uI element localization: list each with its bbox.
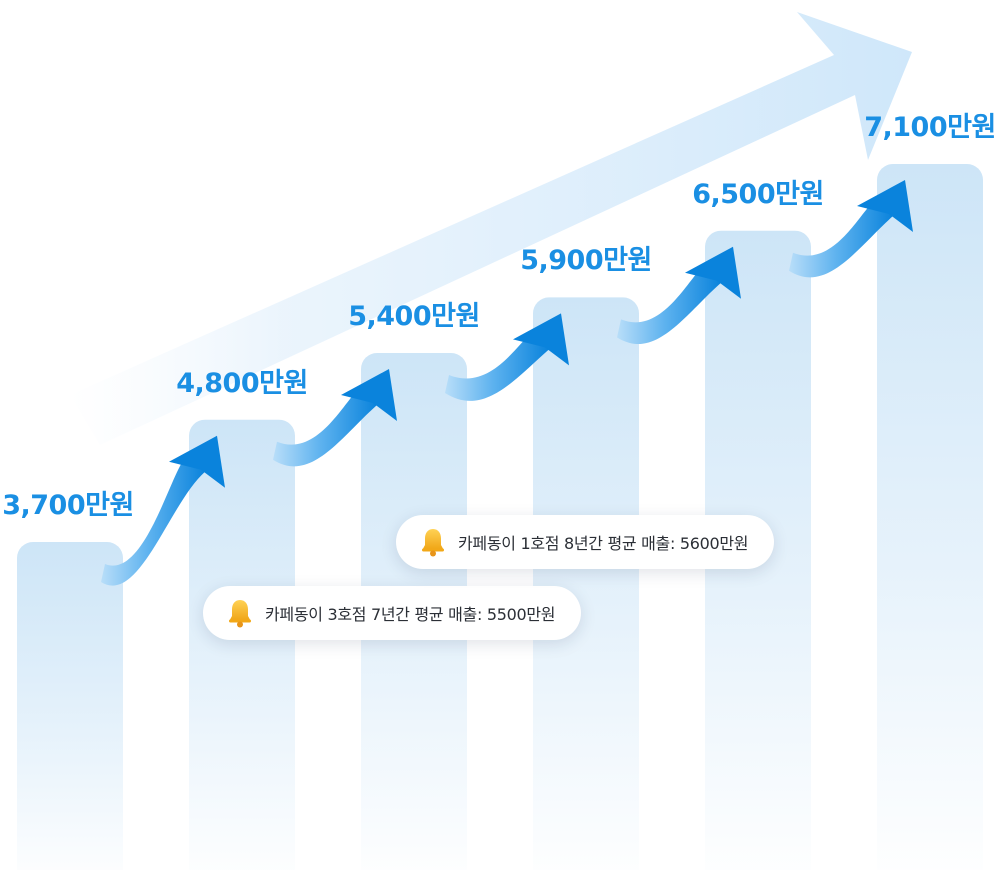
bell-icon <box>422 529 444 557</box>
annotation-pill-store-3: 카페동이 3호점 7년간 평균 매출: 5500만원 <box>203 586 582 640</box>
value-label-2: 4,800만원 <box>176 367 308 399</box>
bell-icon <box>229 600 251 628</box>
step-arrow-2 <box>273 369 397 467</box>
background-trend-arrow <box>70 12 912 445</box>
value-label-4: 5,900만원 <box>520 245 652 277</box>
value-label-3: 5,400만원 <box>348 301 480 332</box>
annotation-text: 카페동이 3호점 7년간 평균 매출: 5500만원 <box>265 605 556 624</box>
bar-6 <box>877 164 983 870</box>
value-label-1: 3,700만원 <box>2 490 134 521</box>
bar-2 <box>189 419 295 870</box>
trend-arrow-shape <box>70 12 912 445</box>
value-label-6: 7,100만원 <box>864 112 996 143</box>
step-arrow-4 <box>617 246 741 345</box>
annotation-text: 카페동이 1호점 8년간 평균 매출: 5600만원 <box>458 534 749 553</box>
annotation-pill-store-1: 카페동이 1호점 8년간 평균 매출: 5600만원 <box>396 515 775 569</box>
bar-1 <box>17 542 123 870</box>
value-label-5: 6,500만원 <box>692 178 824 210</box>
step-arrow-3 <box>445 313 569 401</box>
step-arrow-1 <box>101 435 225 586</box>
step-arrow-5 <box>789 180 913 278</box>
bar-4 <box>533 297 639 870</box>
step-arrows <box>101 180 913 586</box>
